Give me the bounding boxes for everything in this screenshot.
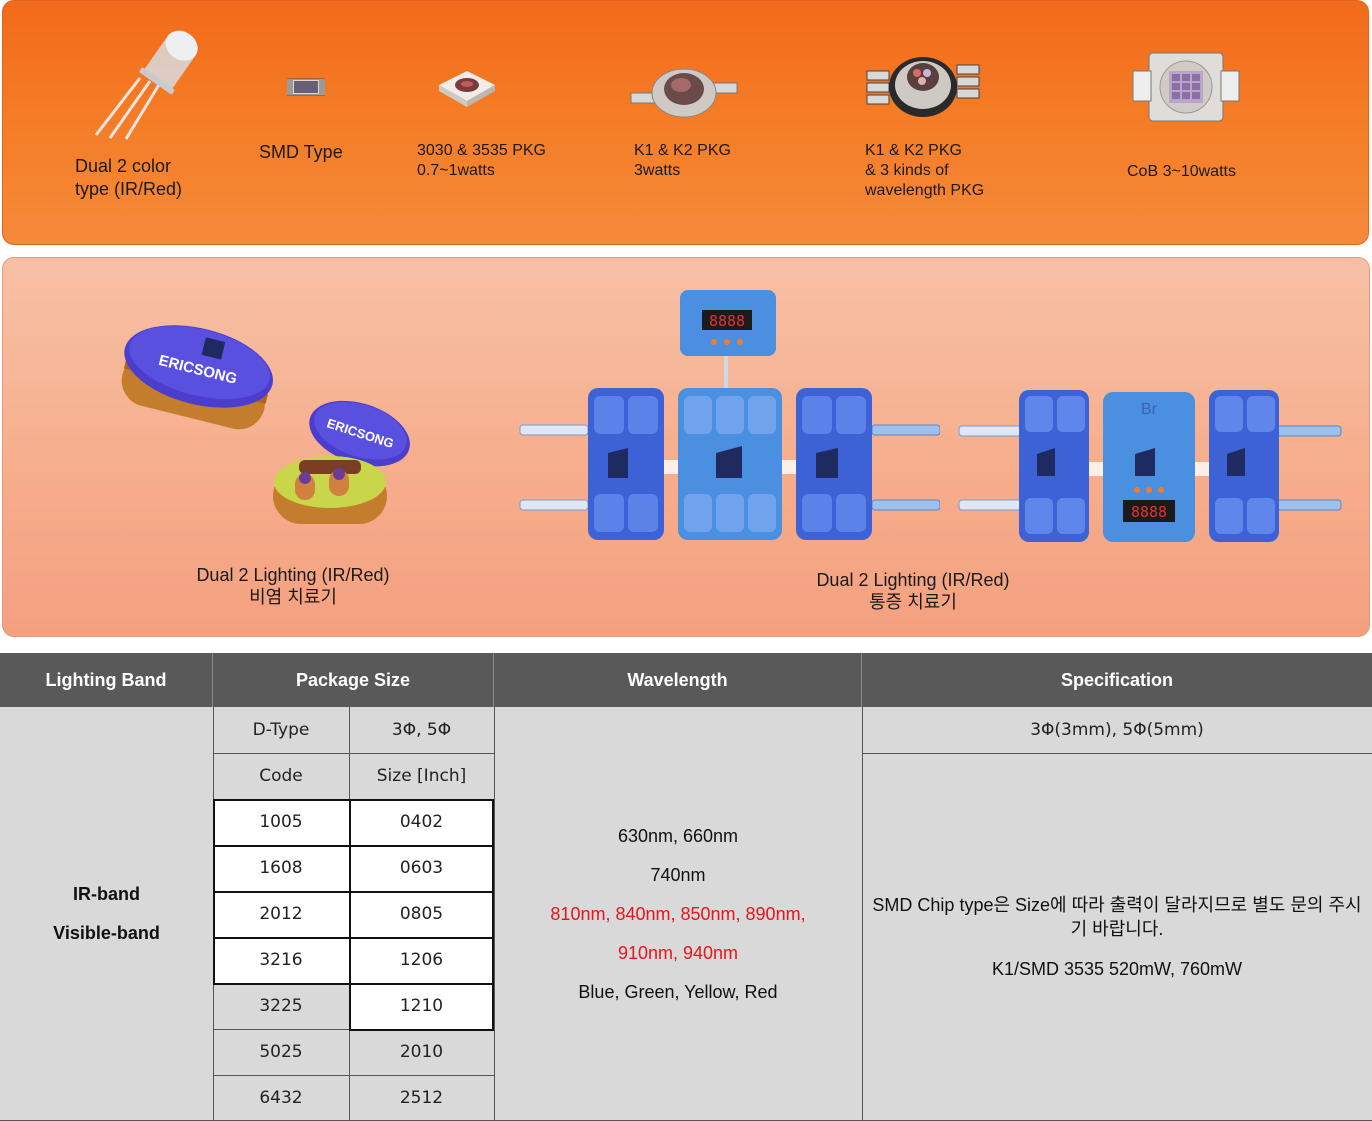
grid-line: [213, 1029, 349, 1030]
grid-line: [862, 707, 863, 1121]
product-label: K1 & K2 PKG & 3 kinds of wavelength PKG: [865, 142, 985, 199]
product-label: K1 & K2 PKG 3watts: [634, 142, 731, 179]
band-ir: IR-band: [73, 884, 140, 904]
package-code-cell: 3216: [213, 937, 349, 983]
nasal-device-closed-image: ERICSONG: [115, 316, 275, 446]
grid-line: [492, 799, 494, 1031]
package-code-cell: 3225: [213, 983, 349, 1029]
nasal-device-open-image: ERICSONG: [267, 390, 427, 530]
led-5mm-icon: [88, 23, 208, 141]
package-code-cell: 1005: [213, 799, 349, 845]
k1-k2-multi-pkg-icon: [865, 47, 981, 121]
package-size-cell: 2010: [349, 1029, 494, 1075]
package-code-cell: D-Type: [213, 707, 349, 753]
package-code-cell: 5025: [213, 1029, 349, 1075]
pain-device-integrated-image: Br 8888: [955, 386, 1345, 546]
grid-line: [213, 937, 494, 939]
spec-table: Lighting Band Package Size Wavelength Sp…: [0, 653, 1372, 1121]
package-code-cell: 6432: [213, 1075, 349, 1121]
smd-chip-icon: [286, 77, 326, 97]
grid-line: [213, 799, 494, 801]
product-label: Dual 2 color type (IR/Red): [75, 156, 183, 199]
wavelength-line: 630nm, 660nm: [617, 825, 739, 846]
product-label: 3030 & 3535 PKG 0.7~1watts: [417, 142, 546, 179]
package-size-cell: 0402: [349, 799, 494, 845]
grid-line: [349, 1029, 494, 1031]
display-digits: 8888: [1131, 503, 1167, 521]
wavelength-line: 740nm: [650, 864, 706, 885]
package-size-cell: 1210: [349, 983, 494, 1029]
wavelength-line-highlight: 810nm, 840nm, 850nm, 890nm,: [550, 903, 806, 924]
device-banner: ERICSONG ERICSONG Dual 2 Lighting (IR/Re…: [2, 257, 1370, 637]
package-size-cell: 3Φ, 5Φ: [349, 707, 494, 753]
wavelength-line-highlight: 910nm, 940nm: [617, 942, 739, 963]
package-size-cell: 0805: [349, 891, 494, 937]
package-code-cell: 1608: [213, 845, 349, 891]
grid-line: [213, 845, 494, 847]
nasal-device-caption: Dual 2 Lighting (IR/Red) 비염 치료기: [196, 565, 390, 607]
pain-device-caption: Dual 2 Lighting (IR/Red) 통증 치료기: [816, 570, 1010, 612]
pkg-3030-icon: [435, 65, 497, 107]
spec-top-cell: 3Φ(3mm), 5Φ(5mm): [862, 707, 1372, 753]
header-lighting-band: Lighting Band: [0, 653, 213, 707]
package-size-cell: Size [Inch]: [349, 753, 494, 799]
package-code-cell: 2012: [213, 891, 349, 937]
wavelength-line: Blue, Green, Yellow, Red: [578, 981, 778, 1002]
package-size-cell: 1206: [349, 937, 494, 983]
package-size-cell: 2512: [349, 1075, 494, 1121]
band-cell: IR-band Visible-band: [0, 707, 213, 1121]
grid-line: [862, 753, 1372, 754]
package-code-cell: Code: [213, 753, 349, 799]
grid-line: [213, 1075, 494, 1076]
product-banner: Dual 2 color type (IR/Red) SMD Type 3030…: [2, 0, 1369, 245]
spec-body-cell: SMD Chip type은 Size에 따라 출력이 달라지므로 별도 문의 …: [862, 753, 1372, 1121]
band-visible: Visible-band: [53, 923, 160, 943]
cob-icon: [1131, 49, 1241, 125]
pain-device-controller-image: 8888: [516, 288, 941, 544]
ghost-text: Br: [1141, 401, 1158, 418]
spec-note: SMD Chip type은 Size에 따라 출력이 달라지므로 별도 문의 …: [872, 895, 1362, 939]
display-digits: 8888: [709, 312, 745, 330]
k1-k2-pkg-icon: [629, 59, 739, 119]
grid-line: [213, 983, 494, 985]
header-wavelength: Wavelength: [494, 653, 862, 707]
header-package-size: Package Size: [213, 653, 494, 707]
package-size-cell: 0603: [349, 845, 494, 891]
grid-line: [213, 891, 494, 893]
spec-power: K1/SMD 3535 520mW, 760mW: [991, 959, 1243, 979]
header-specification: Specification: [862, 653, 1372, 707]
grid-line: [349, 799, 351, 1029]
grid-line: [494, 707, 495, 1121]
product-label: CoB 3~10watts: [1127, 163, 1236, 180]
grid-line: [213, 753, 494, 754]
wavelength-cell: 630nm, 660nm 740nm 810nm, 840nm, 850nm, …: [494, 707, 862, 1121]
grid-line: [213, 799, 215, 983]
product-label: SMD Type: [259, 142, 343, 162]
